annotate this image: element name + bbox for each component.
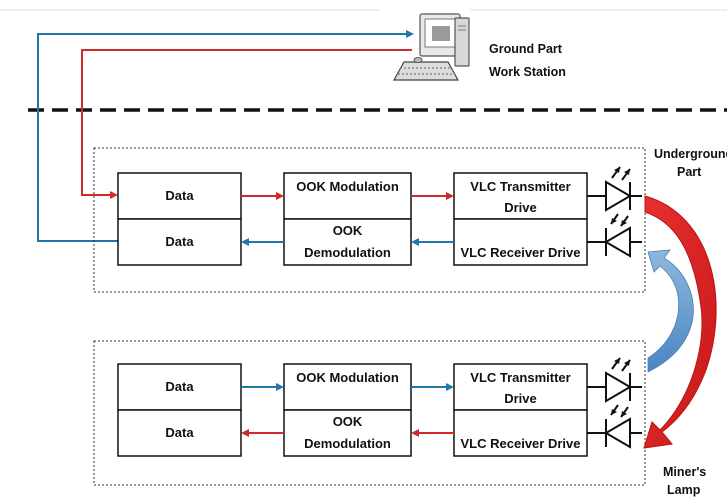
photodiode-icon xyxy=(587,404,642,449)
miner-lamp-label: Miner's xyxy=(663,465,706,479)
vlc-tx-label: Drive xyxy=(504,200,537,215)
underground-vlc-rx-box: VLC Receiver Drive xyxy=(453,218,588,266)
data-label: Data xyxy=(165,379,194,394)
miner-vlc-rx-box: VLC Receiver Drive xyxy=(453,409,588,457)
underground-ook-demod-box: OOK Demodulation xyxy=(283,218,412,266)
underground-vlc-tx-box: VLC Transmitter Drive xyxy=(453,172,588,220)
downlink-wire xyxy=(81,49,412,199)
uplink-wire xyxy=(37,33,412,242)
miner-data-tx-box: Data xyxy=(117,363,242,411)
ook-demod-label: OOK xyxy=(333,223,363,238)
underground-label: Underground xyxy=(654,147,727,161)
miner-ook-demod-box: OOK Demodulation xyxy=(283,409,412,457)
underground-data-tx-box: Data xyxy=(117,172,242,220)
miner-lamp-label: Lamp xyxy=(667,483,701,497)
vlc-rx-label: VLC Receiver Drive xyxy=(461,245,581,260)
miner-ook-mod-box: OOK Modulation xyxy=(283,363,412,411)
work-station-label: Work Station xyxy=(489,65,566,79)
optical-uplink-arrow xyxy=(647,249,694,373)
miner-vlc-tx-box: VLC Transmitter Drive xyxy=(453,363,588,411)
ook-demod-label: Demodulation xyxy=(304,245,391,260)
underground-container xyxy=(93,147,646,293)
led-icon xyxy=(587,166,642,212)
computer-icon xyxy=(392,13,470,81)
ook-mod-label: OOK Modulation xyxy=(296,370,399,385)
photodiode-icon xyxy=(587,213,642,258)
underground-ook-mod-box: OOK Modulation xyxy=(283,172,412,220)
ook-mod-label: OOK Modulation xyxy=(296,179,399,194)
data-label: Data xyxy=(165,188,194,203)
vlc-tx-label: VLC Transmitter xyxy=(470,179,570,194)
vlc-rx-label: VLC Receiver Drive xyxy=(461,436,581,451)
underground-label: Part xyxy=(677,165,702,179)
ground-part-label: Ground Part xyxy=(489,42,563,56)
miner-data-rx-box: Data xyxy=(117,409,242,457)
optical-downlink-arrow xyxy=(643,195,717,449)
ook-demod-label: Demodulation xyxy=(304,436,391,451)
vlc-tx-label: VLC Transmitter xyxy=(470,370,570,385)
led-icon xyxy=(587,357,642,403)
underground-data-rx-box: Data xyxy=(117,218,242,266)
vlc-tx-label: Drive xyxy=(504,391,537,406)
ook-demod-label: OOK xyxy=(333,414,363,429)
miner-lamp-container xyxy=(93,340,646,486)
data-label: Data xyxy=(165,425,194,440)
data-label: Data xyxy=(165,234,194,249)
